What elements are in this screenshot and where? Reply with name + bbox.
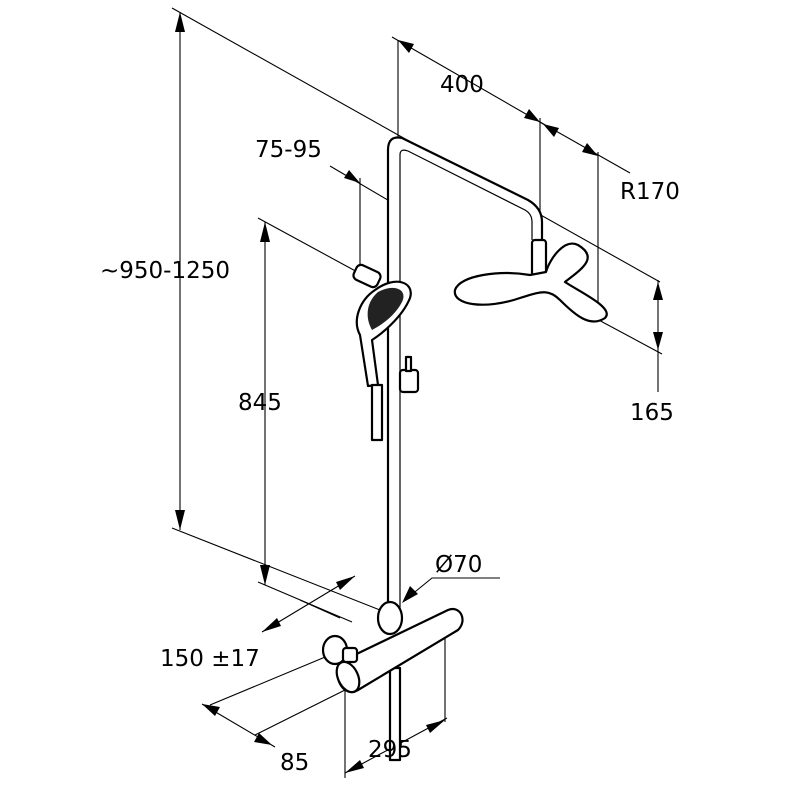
label-mixer-width: 295 (368, 737, 412, 763)
dimension-wall-distance (201, 689, 346, 748)
label-head-height: 165 (630, 400, 674, 426)
label-holder-height: 845 (238, 390, 282, 416)
dimension-pipe-diameter (402, 577, 500, 603)
overhead-shower-head (453, 238, 608, 323)
dimension-center-distance (209, 575, 356, 706)
dimension-head-radius (539, 121, 631, 322)
label-center-distance: 150 ±17 (160, 646, 260, 672)
label-wall-distance: 85 (280, 750, 309, 776)
dimension-arm-length (391, 36, 546, 240)
label-overall-height: ~950-1250 (100, 258, 230, 284)
hand-shower (352, 263, 420, 442)
dimension-head-height (579, 280, 663, 392)
shower-rail (386, 136, 544, 617)
label-head-radius: R170 (620, 179, 680, 205)
label-handshower-offset: 75-95 (255, 137, 322, 163)
label-pipe-diameter: Ø70 (435, 552, 482, 578)
label-arm-length: 400 (440, 72, 484, 98)
thermostatic-mixer (321, 600, 464, 762)
dimension-holder-height (257, 217, 373, 623)
